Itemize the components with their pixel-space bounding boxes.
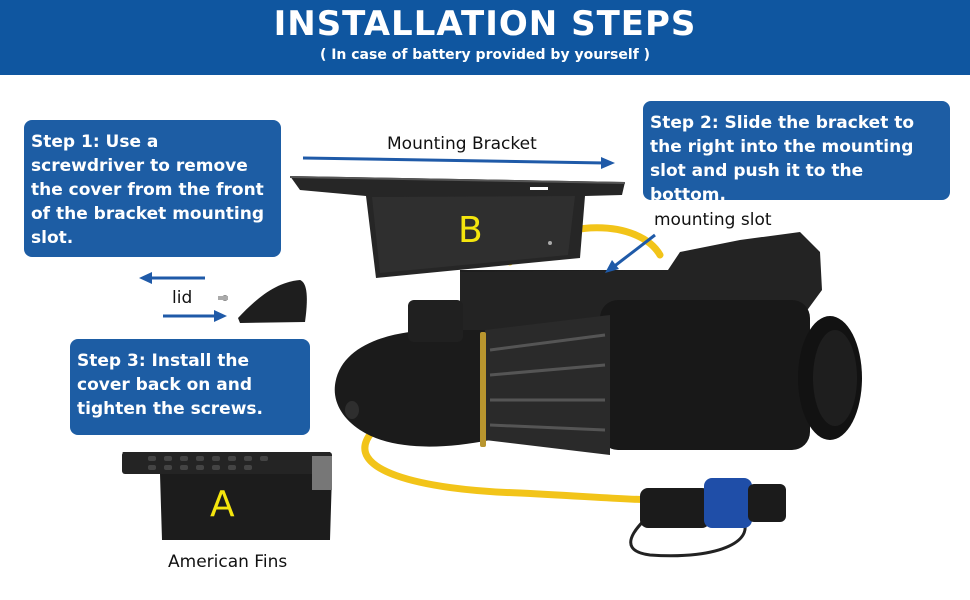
american-fins-label: American Fins [168, 552, 288, 572]
mounting-bracket-label: Mounting Bracket [387, 134, 537, 154]
page-subtitle: ( In case of battery provided by yoursel… [319, 47, 651, 63]
cable-connector [640, 478, 786, 528]
step-2-callout: Step 2: Slide the bracket to the right i… [643, 101, 950, 205]
lid-label: lid [172, 288, 193, 308]
step-3-callout: Step 3: Install the cover back on and ti… [70, 339, 310, 435]
header-banner: INSTALLATION STEPS ( In case of battery … [0, 0, 970, 75]
bracket-b-letter: B [458, 210, 483, 251]
motor-body [334, 232, 862, 455]
page-title: INSTALLATION STEPS [273, 4, 697, 44]
arrow-lid-right [163, 310, 227, 322]
mounting-slot-label: mounting slot [654, 210, 772, 230]
arrow-mounting-bracket [302, 156, 615, 169]
lid-shape [218, 280, 307, 323]
bracket-b-shape [289, 176, 626, 278]
arrow-lid-left [139, 272, 205, 284]
fins-a-shape [122, 452, 332, 540]
arrow-mounting-slot [605, 233, 656, 273]
step-1-callout: Step 1: Use a screwdriver to remove the … [24, 120, 281, 257]
fins-a-letter: A [210, 484, 235, 525]
